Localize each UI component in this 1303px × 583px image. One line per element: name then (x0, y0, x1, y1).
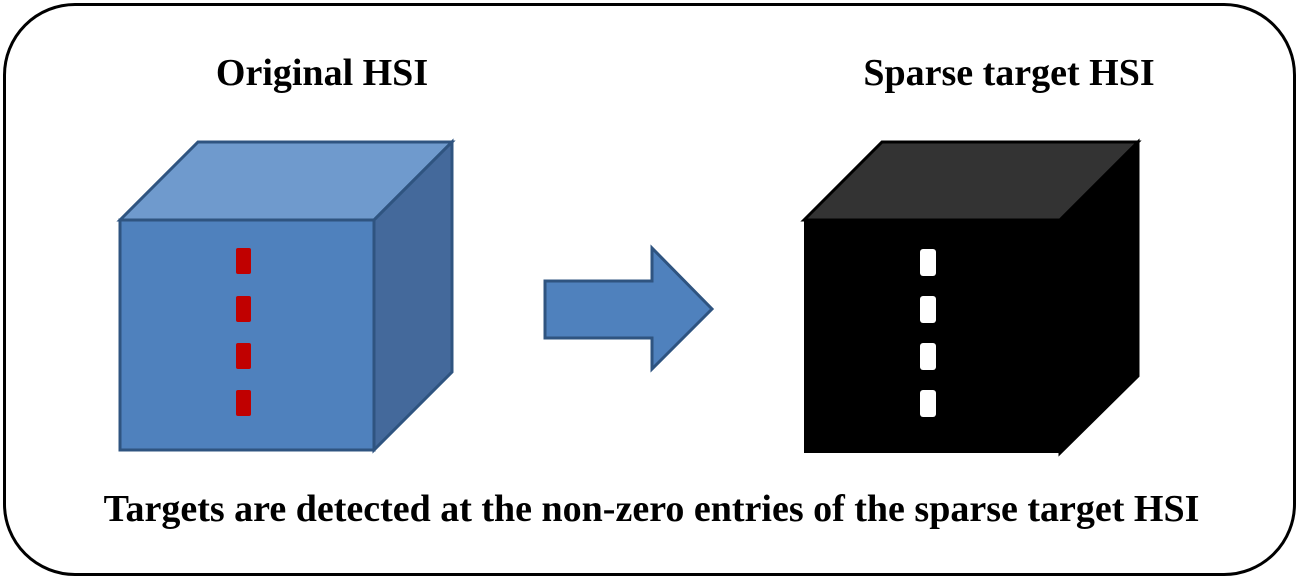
sparse-target-hsi-cube (800, 138, 1142, 457)
target-marker (236, 390, 251, 416)
original-hsi-cube (116, 138, 456, 454)
nonzero-entry-marker (920, 343, 936, 370)
target-marker (236, 343, 251, 369)
target-marker (236, 248, 251, 274)
nonzero-entry-marker (920, 390, 936, 417)
nonzero-entry-marker (920, 249, 936, 276)
nonzero-entry-marker (920, 296, 936, 323)
diagram-caption: Targets are detected at the non-zero ent… (103, 488, 1200, 530)
target-marker (236, 296, 251, 322)
right-arrow-icon (543, 244, 715, 373)
original-hsi-title: Original HSI (215, 52, 429, 94)
sparse-target-hsi-title: Sparse target HSI (863, 52, 1155, 94)
